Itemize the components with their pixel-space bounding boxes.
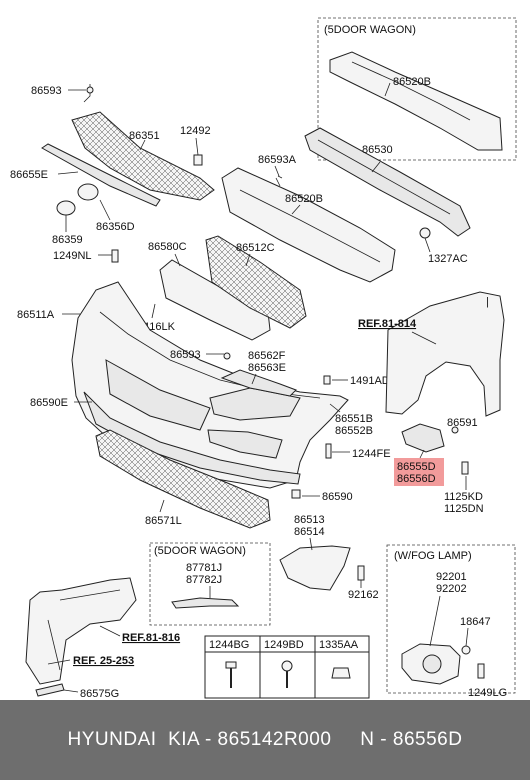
label-86593-mid: 86593 <box>170 349 201 361</box>
label-86551b: 86551B <box>335 413 373 425</box>
clip-86590 <box>291 489 301 499</box>
screw-1249lg <box>477 663 485 679</box>
label-86590: 86590 <box>322 491 353 503</box>
table-header-1244bg: 1244BG <box>209 639 249 651</box>
bumper-lower-opening <box>105 359 211 431</box>
label-86593-top: 86593 <box>31 85 62 97</box>
clip-86593a <box>275 175 283 187</box>
label-92202: 92202 <box>436 583 467 595</box>
label-86514: 86514 <box>294 526 325 538</box>
fog-lamp-lens <box>422 654 442 674</box>
label-86562f: 86562F <box>248 350 286 362</box>
fastener-table: 1244BG 1249BD 1335AA <box>204 635 370 699</box>
label-1249nl: 1249NL <box>53 250 92 262</box>
label-86590e: 86590E <box>30 397 68 409</box>
label-87782j: 87782J <box>186 574 222 586</box>
table-header-1335aa: 1335AA <box>319 639 359 651</box>
ref-81-814[interactable]: REF.81-814 <box>358 318 417 330</box>
energy-absorber <box>221 167 396 283</box>
label-86555d: 86555D <box>397 461 436 473</box>
clip-86593-mid <box>223 352 231 360</box>
label-1125dn: 1125DN <box>444 503 484 515</box>
label-86356d: 86356D <box>96 221 135 233</box>
label-1244fe: 1244FE <box>352 448 391 460</box>
emblem-base <box>77 183 99 201</box>
label-86511a: 86511A <box>17 309 55 321</box>
label-1125kd: 1125KD <box>444 491 483 503</box>
footer-part-numbers: HYUNDAI KIA - 865142R000 N - 86556D <box>67 729 463 750</box>
label-92201: 92201 <box>436 571 467 583</box>
grille-molding <box>41 143 161 207</box>
wagon-box-top-title: (5DOOR WAGON) <box>324 24 416 36</box>
screw-86591 <box>451 426 459 434</box>
wagon-bumper-molding <box>171 597 240 609</box>
ref-81-816[interactable]: REF.81-816 <box>122 632 180 644</box>
label-1327ac: 1327AC <box>428 253 468 265</box>
wagon-box-mid <box>149 542 271 626</box>
lower-cover-grille <box>95 429 271 529</box>
clip-1491ad <box>323 375 331 385</box>
fog-lamp-box-title: (W/FOG LAMP) <box>394 550 472 562</box>
label-86351: 86351 <box>129 130 160 142</box>
label-86513: 86513 <box>294 514 325 526</box>
bolt-1244bg-icon <box>225 661 237 669</box>
label-86580c: 86580C <box>148 241 187 253</box>
screw-92162 <box>357 565 365 581</box>
label-86591: 86591 <box>447 417 478 429</box>
label-86520b: 86520B <box>285 193 323 205</box>
label-86593a: 86593A <box>258 154 297 166</box>
label-86556d[interactable]: 86556D <box>397 473 436 485</box>
label-86359: 86359 <box>52 234 83 246</box>
label-86552b: 86552B <box>335 425 373 437</box>
grille-bracket <box>159 259 271 341</box>
label-87781j: 87781J <box>186 562 222 574</box>
bumper-air-inlet <box>207 429 283 459</box>
label-92162: 92162 <box>348 589 379 601</box>
ref-25-253[interactable]: REF. 25-253 <box>73 655 134 667</box>
table-header-1249bd: 1249BD <box>264 639 304 651</box>
label-86655e: 86655E <box>10 169 48 181</box>
fog-lamp-cover <box>279 545 351 591</box>
wagon-box-mid-title: (5DOOR WAGON) <box>154 545 246 557</box>
label-1249lg: 1249LG <box>468 687 507 699</box>
nut-1335aa-icon <box>331 667 351 679</box>
screw-1249nl <box>111 249 119 263</box>
bumper-beam <box>304 127 471 237</box>
fog-lamp-box <box>386 544 516 694</box>
nut-1327ac <box>419 227 431 239</box>
bolt-1125kd <box>461 461 469 475</box>
fender-mark: | <box>486 296 489 308</box>
front-fender <box>385 291 505 417</box>
wagon-energy-absorber <box>329 51 503 151</box>
radiator-grille <box>71 111 215 201</box>
screw-12492 <box>193 154 203 166</box>
label-86512c: 86512C <box>236 242 275 254</box>
bumper-mount-bracket <box>25 577 137 685</box>
part-number-footer: HYUNDAI KIA - 865142R000 N - 86556D <box>0 700 530 780</box>
label-86571l: 86571L <box>145 515 182 527</box>
label-86563e: 86563E <box>248 362 286 374</box>
label-86530: 86530 <box>362 144 393 156</box>
highlight-86556d <box>394 458 444 486</box>
bulb-18647 <box>461 645 471 655</box>
lower-grille <box>205 235 307 329</box>
label-86575g: 86575G <box>80 688 119 700</box>
bolt-1244fe <box>325 443 332 459</box>
screw-1249bd-icon <box>281 660 293 672</box>
bumper-molding <box>220 369 297 397</box>
label-12492: 12492 <box>180 125 211 137</box>
screw-86593 <box>86 86 94 94</box>
bracket-86575g <box>35 683 65 697</box>
label-18647: 18647 <box>460 616 491 628</box>
front-emblem <box>56 200 76 216</box>
label-86520b-top: 86520B <box>393 76 431 88</box>
label-1491ad: 1491AD <box>350 375 390 387</box>
bumper-exploded-diagram: (5DOOR WAGON) 86520B 86530 1327AC 86520B… <box>10 17 517 700</box>
bumper-side-bracket <box>401 423 445 453</box>
